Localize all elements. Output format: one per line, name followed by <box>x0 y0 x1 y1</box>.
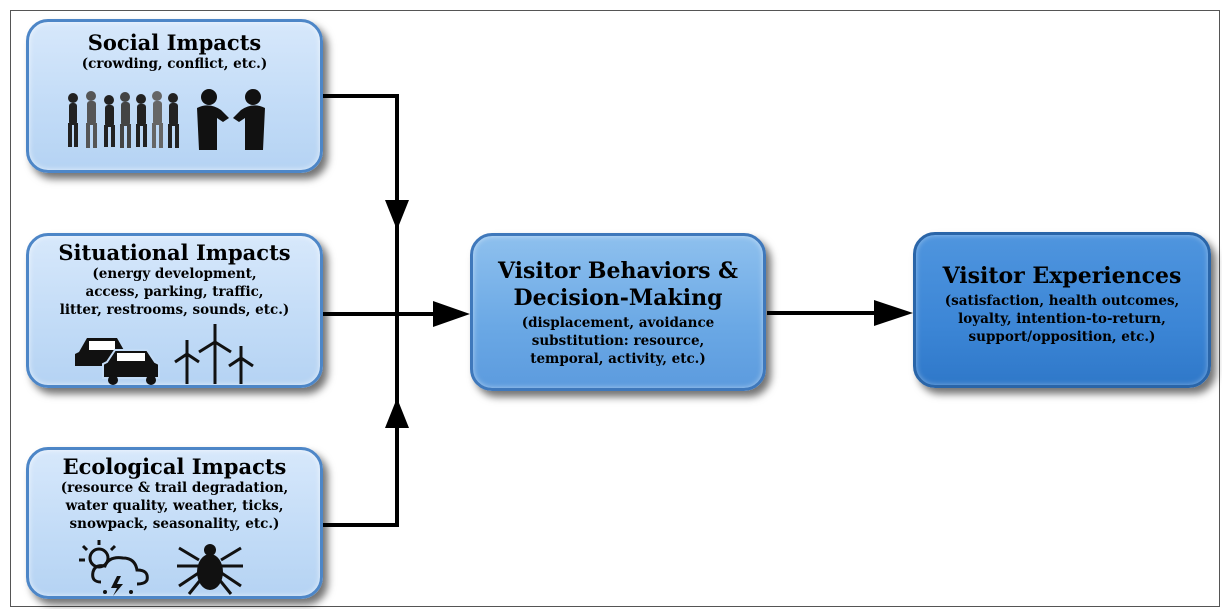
visitor-experiences-title: Visitor Experiences <box>942 263 1182 289</box>
visitor-experiences-line-3: support/opposition, etc.) <box>968 329 1156 345</box>
ecological-impacts-box: Ecological Impacts (resource & trail deg… <box>26 447 323 599</box>
situational-impacts-line-3: litter, restrooms, sounds, etc.) <box>59 302 290 318</box>
tick-icon <box>177 544 243 595</box>
visitor-experiences-line-1: (satisfaction, health outcomes, <box>944 293 1180 309</box>
cars-icon <box>75 338 160 385</box>
visitor-behaviors-line-2: substitution: resource, <box>531 333 705 349</box>
storm-weather-icon <box>79 540 149 596</box>
social-impacts-title: Social Impacts <box>87 30 262 55</box>
crowd-silhouette-icon <box>68 91 179 148</box>
visitor-experiences-line-2: loyalty, intention-to-return, <box>958 311 1166 327</box>
arguing-people-icon <box>197 89 265 150</box>
visitor-behaviors-line-3: temporal, activity, etc.) <box>530 351 706 367</box>
visitor-experiences-box: Visitor Experiences (satisfaction, healt… <box>913 232 1211 388</box>
situational-impacts-title: Situational Impacts <box>58 240 291 265</box>
ecological-impacts-line-3: snowpack, seasonality, etc.) <box>69 516 280 532</box>
visitor-behaviors-title-line-1: Visitor Behaviors & <box>497 258 739 284</box>
visitor-behaviors-line-1: (displacement, avoidance <box>521 315 715 331</box>
social-connector <box>322 94 399 527</box>
right-arrowhead-experiences <box>874 300 913 326</box>
down-arrowhead <box>385 200 409 230</box>
visitor-behaviors-box: Visitor Behaviors & Decision-Making (dis… <box>470 233 766 391</box>
wind-turbines-icon <box>174 324 254 384</box>
right-arrowhead-behaviors <box>433 301 470 327</box>
situational-impacts-line-1: (energy development, <box>92 266 257 282</box>
social-impacts-box: Social Impacts (crowding, conflict, etc.… <box>26 19 323 173</box>
situational-impacts-box: Situational Impacts (energy development,… <box>26 233 323 388</box>
ecological-impacts-line-1: (resource & trail degradation, <box>60 480 289 496</box>
ecological-impacts-title: Ecological Impacts <box>62 454 287 479</box>
visitor-behaviors-title-line-2: Decision-Making <box>513 285 723 311</box>
ecological-impacts-line-2: water quality, weather, ticks, <box>65 498 284 514</box>
situational-impacts-line-2: access, parking, traffic, <box>85 284 264 300</box>
up-arrowhead <box>385 398 409 428</box>
social-impacts-subtitle: (crowding, conflict, etc.) <box>81 56 268 72</box>
